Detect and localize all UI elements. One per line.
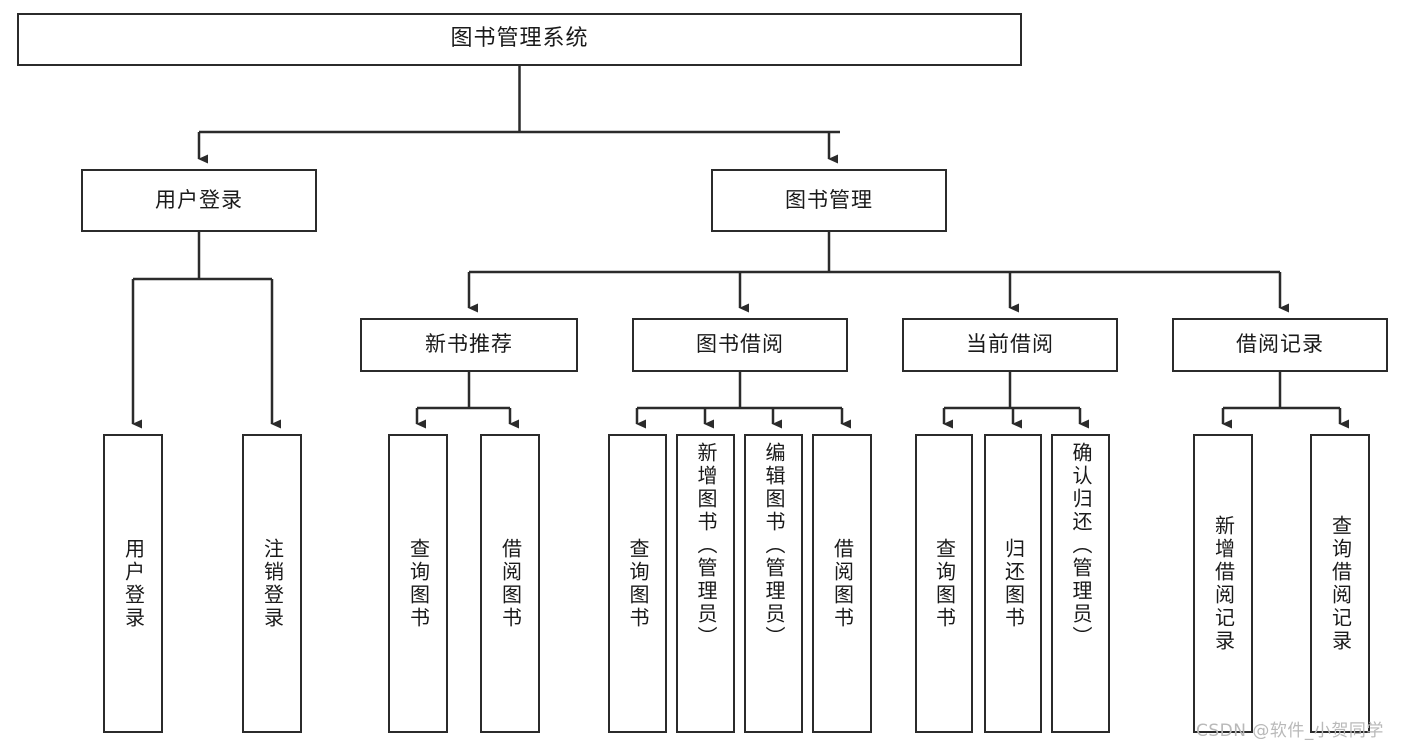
- node-label: 图书管理系统: [450, 26, 589, 52]
- node-user-login[interactable]: 用户登录: [81, 169, 317, 232]
- node-label: 借阅记录: [1236, 332, 1324, 357]
- node-label: 图书借阅: [696, 332, 784, 357]
- node-label: 查询借阅记录: [1328, 514, 1353, 653]
- node-label: 图书管理: [785, 187, 873, 212]
- node-label: 用户登录: [155, 187, 243, 212]
- node-label: 借阅图书: [830, 537, 855, 630]
- node-label: 归还图书: [1001, 537, 1026, 630]
- leaf-logout[interactable]: 注销登录: [242, 434, 302, 733]
- watermark-text: CSDN @软件_小贺同学: [1196, 721, 1384, 741]
- node-new-book-recommend[interactable]: 新书推荐: [360, 318, 578, 372]
- node-book-borrow[interactable]: 图书借阅: [632, 318, 848, 372]
- node-book-management[interactable]: 图书管理: [711, 169, 947, 232]
- leaf-add-borrow-record[interactable]: 新增借阅记录: [1193, 434, 1253, 733]
- leaf-edit-book-admin[interactable]: 编辑图书（管理员）: [744, 434, 803, 733]
- node-label: 当前借阅: [966, 332, 1054, 357]
- node-label: 注销登录: [260, 537, 285, 630]
- node-label: 编辑图书（管理员）: [762, 442, 786, 649]
- node-label: 确认归还（管理员）: [1069, 442, 1093, 649]
- leaf-query-book-borrow[interactable]: 查询图书: [608, 434, 667, 733]
- leaf-query-borrow-record[interactable]: 查询借阅记录: [1310, 434, 1370, 733]
- node-current-borrow[interactable]: 当前借阅: [902, 318, 1118, 372]
- node-root-book-management-system[interactable]: 图书管理系统: [17, 13, 1022, 66]
- node-label: 新书推荐: [425, 332, 513, 357]
- leaf-borrow-book-recommend[interactable]: 借阅图书: [480, 434, 540, 733]
- node-label: 新增图书（管理员）: [694, 442, 718, 649]
- node-label: 查询图书: [406, 537, 431, 630]
- node-label: 查询图书: [626, 537, 650, 630]
- leaf-query-book-recommend[interactable]: 查询图书: [388, 434, 448, 733]
- node-label: 新增借阅记录: [1211, 514, 1236, 653]
- leaf-user-login[interactable]: 用户登录: [103, 434, 163, 733]
- node-label: 查询图书: [932, 537, 957, 630]
- node-borrow-record[interactable]: 借阅记录: [1172, 318, 1388, 372]
- leaf-query-book-current[interactable]: 查询图书: [915, 434, 973, 733]
- node-label: 用户登录: [121, 537, 146, 630]
- node-label: 借阅图书: [498, 537, 523, 630]
- leaf-return-book[interactable]: 归还图书: [984, 434, 1042, 733]
- leaf-add-book-admin[interactable]: 新增图书（管理员）: [676, 434, 735, 733]
- leaf-confirm-return-admin[interactable]: 确认归还（管理员）: [1051, 434, 1110, 733]
- leaf-borrow-book[interactable]: 借阅图书: [812, 434, 872, 733]
